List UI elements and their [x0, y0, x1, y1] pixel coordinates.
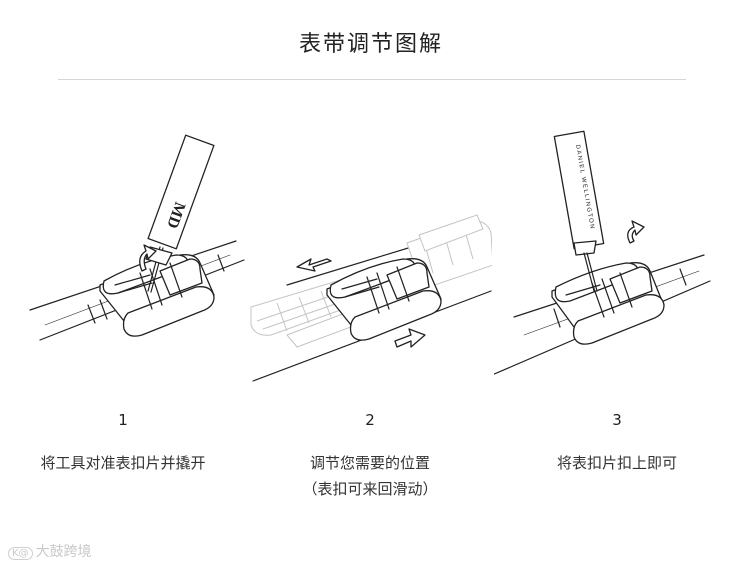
page-title: 表带调节图解	[298, 32, 443, 57]
step-caption-line: 调节您需要的位置	[309, 454, 430, 472]
snap-arrow-icon	[627, 220, 645, 244]
step-caption-line: （表扣可来回滑动）	[302, 480, 438, 498]
step-caption-1: 将工具对准表扣片并撬开	[0, 450, 246, 476]
step-number-1: 1	[118, 411, 128, 429]
clasp-top-flap	[102, 254, 189, 295]
watermark-logo-icon: K@	[8, 547, 33, 560]
step-caption-3: 将表扣片扣上即可	[494, 450, 740, 476]
step-number-2: 2	[365, 411, 375, 429]
illustration-step-3: DANIEL WELLINGTON	[494, 95, 739, 395]
clasp-front-plate	[349, 290, 442, 341]
step-2-drawing	[250, 214, 492, 382]
clasp-front-plate	[122, 286, 215, 337]
step-caption-line: 将工具对准表扣片并撬开	[40, 454, 206, 472]
title-divider	[58, 79, 686, 80]
slide-right-arrow-icon	[394, 328, 426, 348]
tool-handle	[147, 134, 215, 250]
step-caption-line: 将表扣片扣上即可	[556, 454, 677, 472]
clasp-top-flap	[329, 258, 416, 299]
adjustment-tool: MD	[145, 134, 215, 293]
step-3-drawing: DANIEL WELLINGTON	[494, 130, 711, 375]
pry-arrow-icon	[139, 244, 157, 272]
step-number-3: 3	[612, 411, 622, 429]
tool-pin	[583, 252, 595, 292]
slide-left-arrow-icon	[296, 258, 332, 272]
step-caption-2: 调节您需要的位置 （表扣可来回滑动）	[247, 450, 493, 502]
watermark-text: 大鼓跨境	[35, 544, 92, 560]
clasp-front-plate	[572, 294, 665, 345]
illustration-step-2	[247, 95, 492, 395]
step-1-drawing: MD	[29, 134, 245, 341]
illustration-step-1: MD	[0, 95, 245, 395]
adjustment-tool: DANIEL WELLINGTON	[553, 130, 605, 292]
watermark: K@大鼓跨境	[8, 541, 92, 561]
